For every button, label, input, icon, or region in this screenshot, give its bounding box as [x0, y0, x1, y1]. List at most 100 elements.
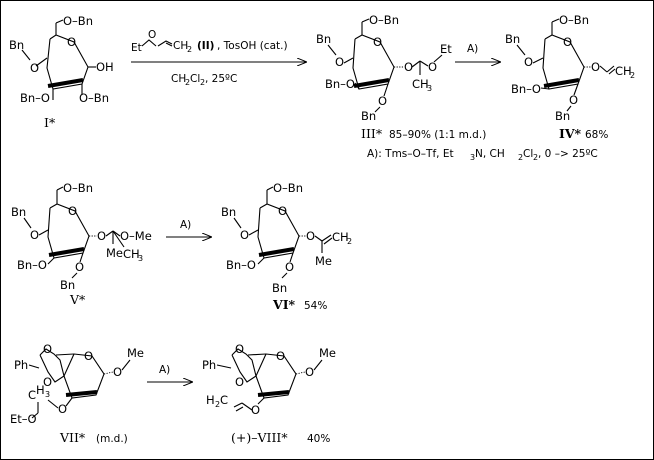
atom-o: O: [276, 349, 285, 363]
cond-cl: Cl: [190, 73, 200, 85]
atom-o: O: [43, 375, 52, 389]
atom-ome: O–Me: [120, 229, 152, 243]
note-A-sub: 3: [470, 153, 475, 162]
atom-o: O: [240, 228, 249, 242]
atom-o: O: [306, 229, 315, 243]
reagent-ch: CH: [173, 40, 188, 52]
atom-o: O: [335, 55, 344, 69]
atom-bn: Bn: [272, 281, 287, 295]
reagent-et: Et: [131, 42, 142, 54]
atom-oh: OH: [96, 60, 114, 74]
atom-ch2: CH: [332, 230, 349, 244]
atom-o: O: [58, 402, 67, 416]
reaction-arrow-4: A): [147, 364, 192, 382]
atom-obn: O–Bn: [63, 181, 93, 195]
compound-yield: 68%: [585, 129, 608, 141]
atom-ch3: CH: [412, 77, 429, 91]
arrow-label: A): [180, 219, 191, 231]
atom-bno: Bn–O: [325, 77, 355, 91]
atom-ch2: CH: [615, 64, 632, 78]
atom-o: O: [30, 61, 39, 75]
atom-me: Me: [106, 246, 123, 260]
atom-bno: Bn–O: [17, 258, 47, 272]
atom-bno: Bn–O: [226, 258, 256, 272]
reaction-arrow-2: A): [455, 43, 500, 62]
arrow-label: A): [159, 364, 170, 376]
atom-bn: Bn: [60, 278, 75, 292]
atom-o: O: [43, 342, 52, 356]
atom-o: O: [67, 35, 76, 49]
atom-o: O: [113, 365, 122, 379]
atom-o: O: [373, 35, 382, 49]
compound-label: VII*: [59, 430, 86, 445]
atom-o: O: [569, 93, 578, 107]
atom-o: O: [235, 375, 244, 389]
atom-obn: O–Bn: [559, 13, 589, 27]
compound-yield: 85–90% (1:1 m.d.): [389, 129, 486, 141]
note-A-n: N, CH: [475, 148, 505, 160]
atom-bn: Bn: [316, 32, 331, 46]
atom-o: O: [84, 349, 93, 363]
atom-h: H: [36, 383, 45, 397]
note-A-range: , 0 –> 25ºC: [538, 148, 598, 160]
atom-bn: Bn: [555, 109, 570, 123]
reagent-note-A: A): Tms–O–Tf, Et 3 N, CH 2 Cl 2 , 0 –> 2…: [367, 148, 598, 162]
compound-VI: O O–Bn Bn O Bn–O O Bn O CH 2 Me VI* 54%: [221, 181, 352, 312]
reagent-label: (II): [197, 40, 214, 52]
atom-o: O: [285, 260, 294, 274]
atom-obn: O–Bn: [63, 14, 93, 28]
compound-label: III*: [361, 126, 383, 141]
atom-o: O: [235, 342, 244, 356]
atom-o: O: [404, 60, 413, 74]
atom-eto: Et–O: [10, 412, 37, 426]
atom-o: O: [563, 35, 572, 49]
atom-bn: Bn: [361, 109, 376, 123]
compound-label: (+)–VIII*: [231, 430, 288, 445]
atom-sub2: 2: [630, 71, 635, 80]
atom-o: O: [75, 260, 84, 274]
atom-o: O: [524, 55, 533, 69]
reagent-catalyst: , TosOH (cat.): [217, 40, 288, 52]
atom-ph: Ph: [202, 358, 216, 372]
arrow-label: A): [467, 43, 478, 55]
compound-IV: O O–Bn Bn O Bn–O O Bn O CH 2 IV* 68%: [505, 13, 635, 141]
atom-o: O: [251, 403, 260, 417]
atom-o: O: [68, 204, 77, 218]
cond-temp: , 25ºC: [205, 73, 237, 85]
atom-sub3: 3: [138, 254, 143, 263]
atom-bn: Bn: [505, 32, 520, 46]
compound-label: VI*: [272, 297, 296, 312]
atom-bno: Bn–O: [20, 91, 50, 105]
atom-o: O: [591, 60, 600, 74]
atom-o: O: [30, 228, 39, 242]
reagent-sub: 2: [187, 45, 192, 54]
compound-label: IV*: [559, 126, 582, 141]
compound-VII: O O O O Me Ph O C H 3 Et–O VII* (m.d.): [10, 342, 144, 445]
atom-sub3: 3: [45, 390, 50, 399]
atom-me: Me: [319, 346, 336, 360]
atom-et: Et: [440, 42, 452, 56]
atom-o: O: [305, 365, 314, 379]
cond-sub: 2: [185, 78, 190, 87]
atom-bn: Bn: [11, 205, 26, 219]
atom-me: Me: [127, 346, 144, 360]
atom-o: O: [97, 229, 106, 243]
compound-label: I*: [44, 115, 56, 130]
note-A-sub: 2: [518, 153, 523, 162]
atom-me: Me: [315, 254, 332, 268]
note-A-text: A): Tms–O–Tf, Et: [367, 148, 454, 160]
compound-yield: (m.d.): [96, 433, 128, 445]
compound-VIII: O O O O Me Ph O H 2 C (+)–VIII* 40%: [202, 342, 336, 445]
note-A-sub: 2: [533, 153, 538, 162]
atom-sub2: 2: [215, 400, 220, 409]
atom-bn: Bn: [9, 38, 24, 52]
cond-ch: CH: [171, 73, 186, 85]
atom-obn: O–Bn: [79, 91, 109, 105]
atom-sub2: 2: [347, 237, 352, 246]
compound-V: O O–Bn Bn O Bn–O O Bn O O–Me Me CH 3 V*: [11, 181, 152, 307]
compound-yield: 54%: [304, 300, 327, 312]
atom-o: O: [428, 60, 437, 74]
compound-I: O O–Bn Bn O Bn–O O–Bn OH I*: [9, 14, 114, 130]
atom-o: O: [378, 94, 387, 108]
